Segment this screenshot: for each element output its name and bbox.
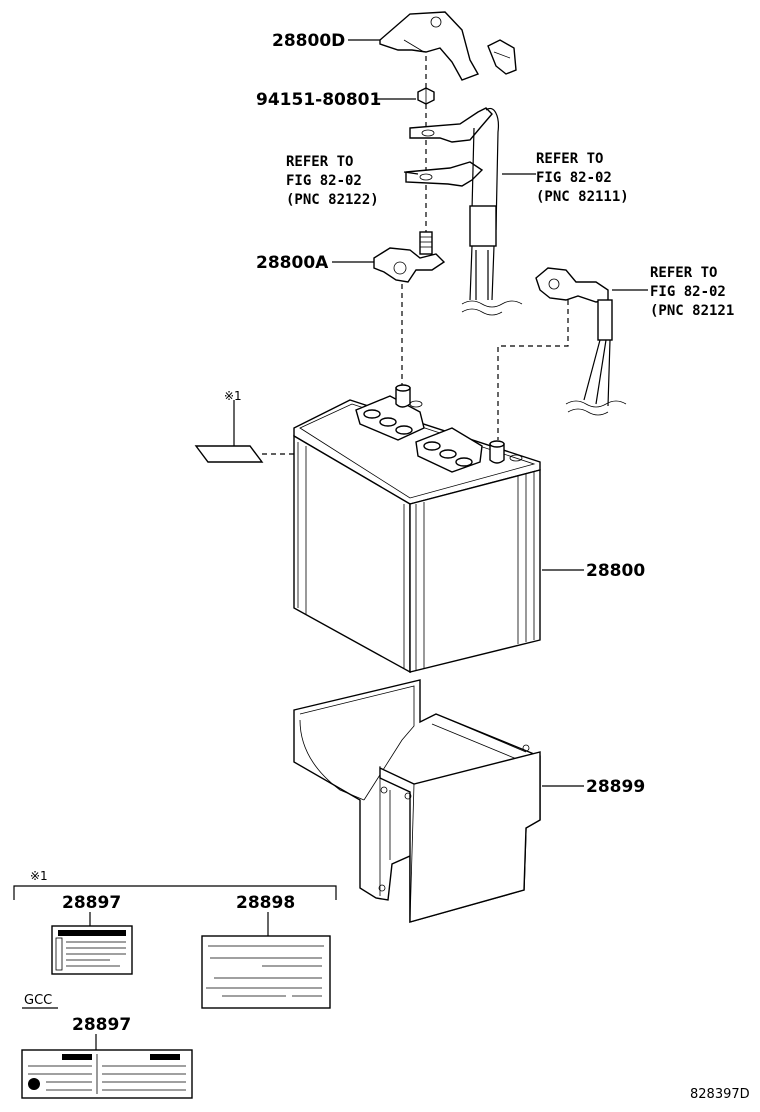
part-number-28897-gcc: 28897 — [72, 1015, 131, 1035]
ref-note-82111-line1: REFER TO — [536, 151, 603, 167]
part-number-28800d: 28800D — [272, 31, 345, 51]
terminal-cover-part — [379, 11, 517, 81]
ref-note-82121-line3: (PNC 82121 — [650, 303, 734, 319]
ref-note-82111-line3: (PNC 82111) — [536, 189, 629, 205]
part-number-28899: 28899 — [586, 777, 645, 797]
part-number-28898: 28898 — [236, 893, 295, 913]
part-number-28800a: 28800A — [256, 253, 329, 273]
label-28898-part — [201, 935, 331, 1009]
ref-note-82121-line1: REFER TO — [650, 265, 717, 281]
part-number-28897-caution: 28897 — [62, 893, 121, 913]
battery-tray-part — [293, 679, 541, 923]
battery-part — [293, 384, 541, 674]
note-mark-labels: ※1 — [30, 869, 48, 883]
gcc-label-28897-part — [21, 1049, 193, 1099]
ref-note-82122-line1: REFER TO — [286, 154, 353, 170]
positive-cable-part — [405, 107, 523, 316]
diagram-code: 828397D — [690, 1087, 750, 1102]
part-number-28800: 28800 — [586, 561, 645, 581]
terminal-clamp-part — [373, 231, 446, 283]
gcc-region-label: GCC — [24, 993, 52, 1008]
battery-label-part — [194, 445, 264, 463]
ref-note-82121-line2: FIG 82-02 — [650, 284, 726, 300]
note-mark-battery-label: ※1 — [224, 389, 242, 403]
negative-cable-part — [535, 267, 627, 416]
nut-part — [417, 87, 435, 105]
ref-note-82122-line3: (PNC 82122) — [286, 192, 379, 208]
part-number-94151-80801: 94151-80801 — [256, 90, 381, 110]
ref-note-82122-line2: FIG 82-02 — [286, 173, 362, 189]
caution-label-28897-part — [51, 925, 133, 975]
ref-note-82111-line2: FIG 82-02 — [536, 170, 612, 186]
